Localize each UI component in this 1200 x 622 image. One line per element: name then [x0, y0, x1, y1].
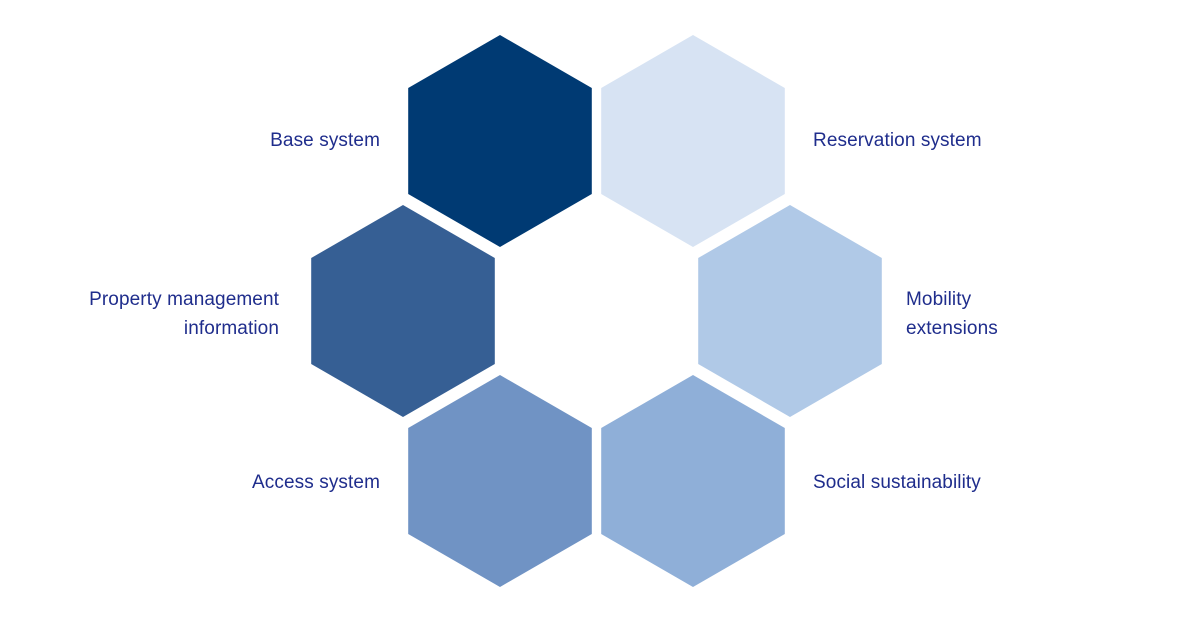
- label-line: Base system: [270, 130, 380, 151]
- label-access-system: Access system: [252, 468, 380, 497]
- label-line: Reservation system: [813, 130, 982, 151]
- hexagon-property: [311, 205, 495, 417]
- label-line: extensions: [906, 318, 998, 339]
- label-mobility-extensions: Mobility extensions: [906, 285, 998, 343]
- label-line: Social sustainability: [813, 472, 981, 493]
- hexagon-base: [408, 35, 592, 247]
- label-reservation-system: Reservation system: [813, 126, 982, 155]
- label-line: information: [183, 318, 279, 339]
- hexagon-mobility: [698, 205, 882, 417]
- label-social-sustainability: Social sustainability: [813, 468, 981, 497]
- label-line: Property management: [89, 289, 279, 310]
- label-property-management-information: Property management information: [89, 285, 279, 343]
- label-base-system: Base system: [270, 126, 380, 155]
- hexagon-reservation: [601, 35, 785, 247]
- hexagon-social: [601, 375, 785, 587]
- label-line: Access system: [252, 472, 380, 493]
- label-line: Mobility: [906, 289, 972, 310]
- hexagon-access: [408, 375, 592, 587]
